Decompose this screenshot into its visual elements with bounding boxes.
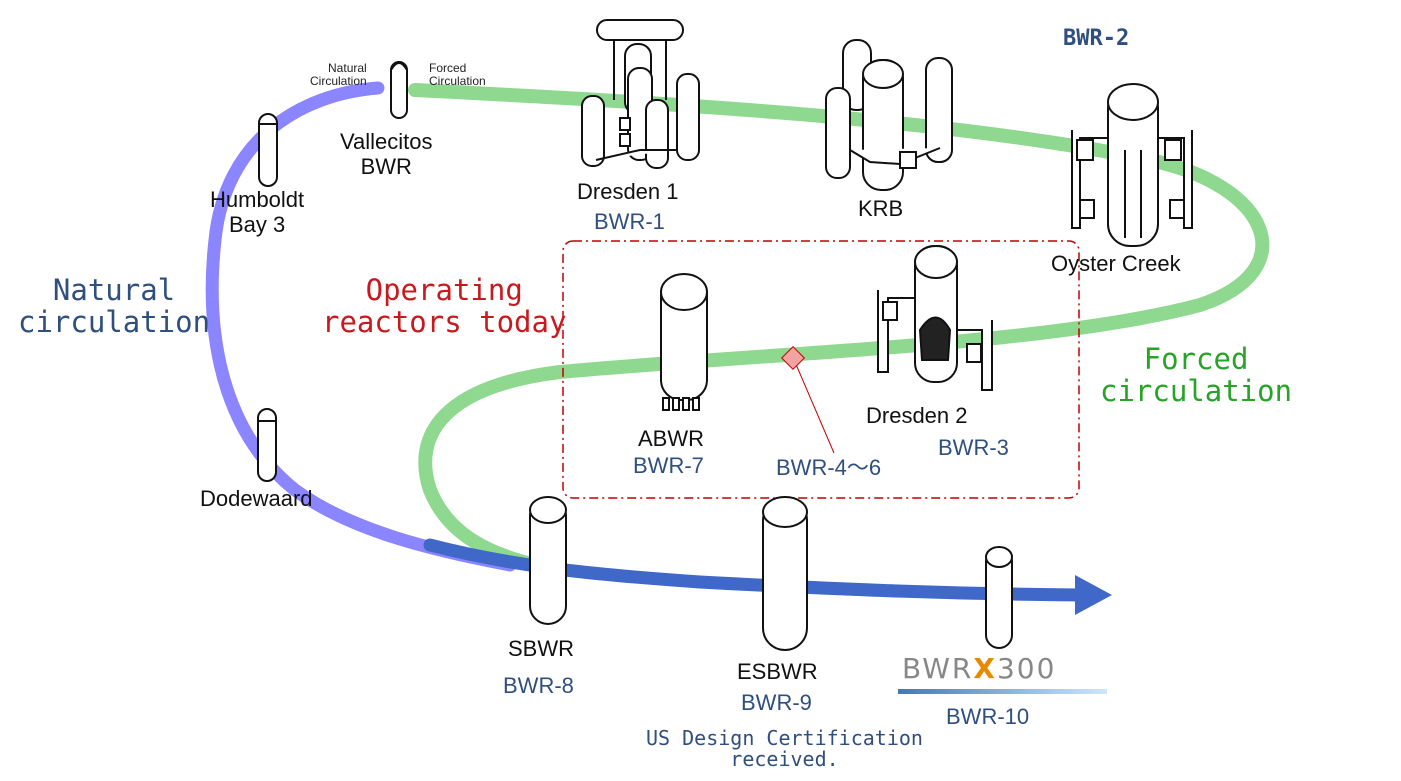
abwr-label: ABWR — [638, 426, 704, 451]
natural-circulation-small-label: Natural Circulation — [310, 61, 367, 89]
dresden1-label: Dresden 1 — [577, 179, 679, 204]
bwr3-label: BWR-3 — [938, 435, 1009, 460]
bwr9-label: BWR-9 — [741, 690, 812, 715]
sbwr-label: SBWR — [508, 636, 574, 661]
abwr-reactor-icon — [660, 273, 708, 411]
humboldt-reactor-icon — [258, 113, 278, 187]
forced-circulation-small-label: Forced Circulation — [429, 61, 486, 89]
dresden2-reactor-icon — [877, 245, 993, 391]
bwr8-label: BWR-8 — [503, 673, 574, 698]
operating-reactors-box — [562, 240, 1080, 499]
bwrx-brand-x: X — [973, 652, 997, 685]
dresden1-reactor-icon — [581, 19, 700, 169]
vallecitos-label: Vallecitos BWR — [340, 129, 433, 179]
bwrx300-reactor-icon — [985, 546, 1013, 649]
oyster-creek-reactor-icon — [1071, 83, 1193, 247]
future-path-arrow-line — [423, 538, 1087, 602]
esbwr-reactor-icon — [762, 496, 808, 651]
bwrx-brand-underline — [898, 689, 1107, 694]
dodewaard-reactor-icon — [257, 408, 277, 482]
future-path-arrowhead — [1075, 575, 1112, 615]
bwr46-pointer-line — [794, 361, 835, 454]
vallecitos-reactor-icon — [390, 61, 408, 119]
dresden2-label: Dresden 2 — [866, 403, 968, 428]
forced-circulation-label: Forced circulation — [1100, 342, 1293, 409]
dodewaard-label: Dodewaard — [200, 486, 313, 511]
bwr2-label: BWR-2 — [1063, 26, 1130, 51]
krb-reactor-icon — [825, 39, 953, 191]
sbwr-reactor-icon — [529, 496, 567, 625]
bwr1-label: BWR-1 — [594, 209, 665, 234]
bwr7-label: BWR-7 — [633, 453, 704, 478]
bwr10-label: BWR-10 — [946, 704, 1030, 729]
bwrx-brand-suffix: 300 — [996, 652, 1057, 685]
operating-reactors-label: Operating reactors today — [322, 273, 567, 340]
bwr46-marker — [780, 345, 806, 371]
bwrx300-brand-logo: BWRX300 — [902, 652, 1056, 685]
oyster-creek-label: Oyster Creek — [1051, 251, 1181, 276]
esbwr-label: ESBWR — [737, 659, 818, 684]
us-design-certification-label: US Design Certification received. — [646, 726, 923, 771]
natural-circulation-label: Natural circulation — [18, 273, 211, 340]
humboldt-label: Humboldt Bay 3 — [210, 187, 305, 237]
bwr46-label: BWR-4〜6 — [776, 455, 882, 480]
bwrx-brand-prefix: BWR — [902, 652, 974, 685]
krb-label: KRB — [858, 196, 904, 221]
